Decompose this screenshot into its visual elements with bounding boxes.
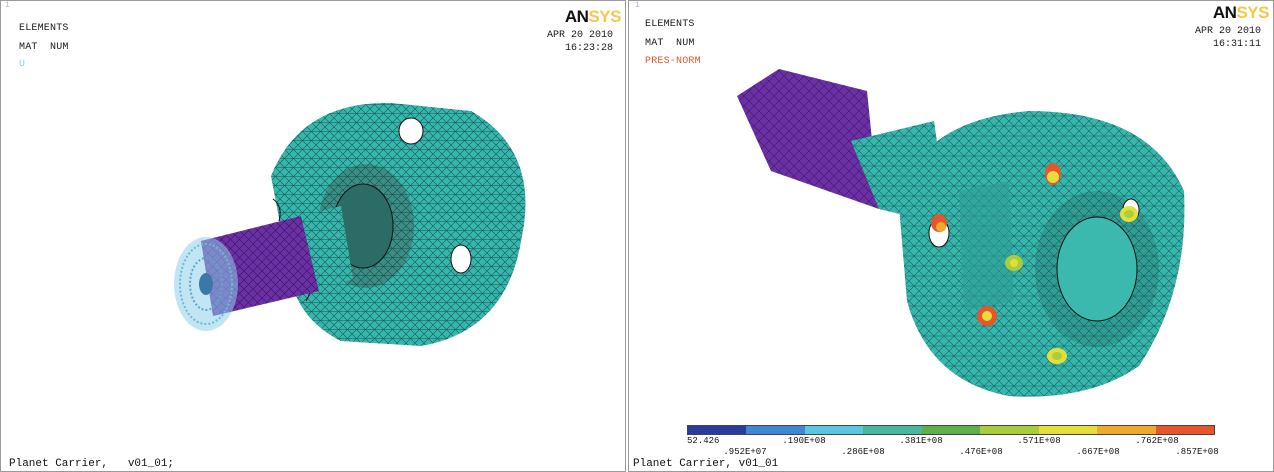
time-text: 16:31:11: [1212, 39, 1261, 50]
legend-swatch-1: [688, 426, 747, 434]
mat-num-label: MAT NUM: [645, 38, 695, 49]
legend-label-bottom-1: .952E+07: [723, 447, 767, 457]
legend-swatch-9: [1155, 426, 1214, 434]
element-label: ELEMENTS: [19, 23, 69, 34]
legend-swatch-5: [921, 426, 981, 434]
left-model-view[interactable]: [1, 1, 626, 472]
window-number: 1: [5, 1, 10, 10]
contour-legend: 52.426 .190E+08 .381E+08 .571E+08 .762E+…: [687, 425, 1219, 465]
legend-label-top-1: .190E+08: [782, 436, 826, 446]
legend-label-top-4: .762E+08: [1135, 436, 1179, 446]
legend-swatch-2: [746, 426, 805, 434]
legend-label-top-3: .571E+08: [1017, 436, 1061, 446]
legend-swatch-6: [980, 426, 1039, 434]
date-text: APR 20 2010: [546, 30, 613, 41]
legend-color-bar: [687, 425, 1215, 435]
flange-body: [899, 111, 1185, 397]
plot-caption: Planet Carrier, v01_01: [633, 458, 779, 470]
plot-caption: Planet Carrier, v01_01;: [9, 458, 175, 470]
legend-swatch-4: [863, 426, 922, 434]
legend-swatch-7: [1038, 426, 1098, 434]
right-viewport[interactable]: 1 ELEMENTS MAT NUM PRES-NORM ANSYS APR 2…: [628, 0, 1274, 472]
pressure-label: PRES-NORM: [645, 56, 701, 67]
timestamp: APR 20 2010 16:23:28: [547, 29, 613, 55]
legend-label-top-2: .381E+08: [899, 436, 943, 446]
constraint-label: U: [19, 59, 26, 70]
window-number: 1: [635, 1, 640, 10]
ansys-logo: ANSYS: [1212, 3, 1270, 22]
element-label: ELEMENTS: [645, 19, 695, 30]
left-viewport[interactable]: 1 ELEMENTS MAT NUM U ANSYS APR 20 2010 1…: [0, 0, 626, 472]
legend-label-min: 52.426: [687, 436, 720, 446]
time-text: 16:23:28: [564, 43, 613, 54]
legend-label-bottom-2: .286E+08: [841, 447, 885, 457]
right-model-view[interactable]: [629, 1, 1274, 472]
timestamp: APR 20 2010 16:31:11: [1195, 25, 1261, 51]
ansys-logo: ANSYS: [564, 7, 622, 26]
legend-label-bottom-3: .476E+08: [959, 447, 1003, 457]
legend-label-bottom-4: .667E+08: [1076, 447, 1120, 457]
constraint-markers: [174, 237, 238, 331]
legend-swatch-8: [1097, 426, 1156, 434]
date-text: APR 20 2010: [1194, 26, 1261, 37]
mat-num-label: MAT NUM: [19, 42, 69, 53]
legend-swatch-3: [804, 426, 864, 434]
legend-label-bottom-5: .857E+08: [1175, 447, 1219, 457]
pressure-hotspots: [931, 163, 1138, 364]
